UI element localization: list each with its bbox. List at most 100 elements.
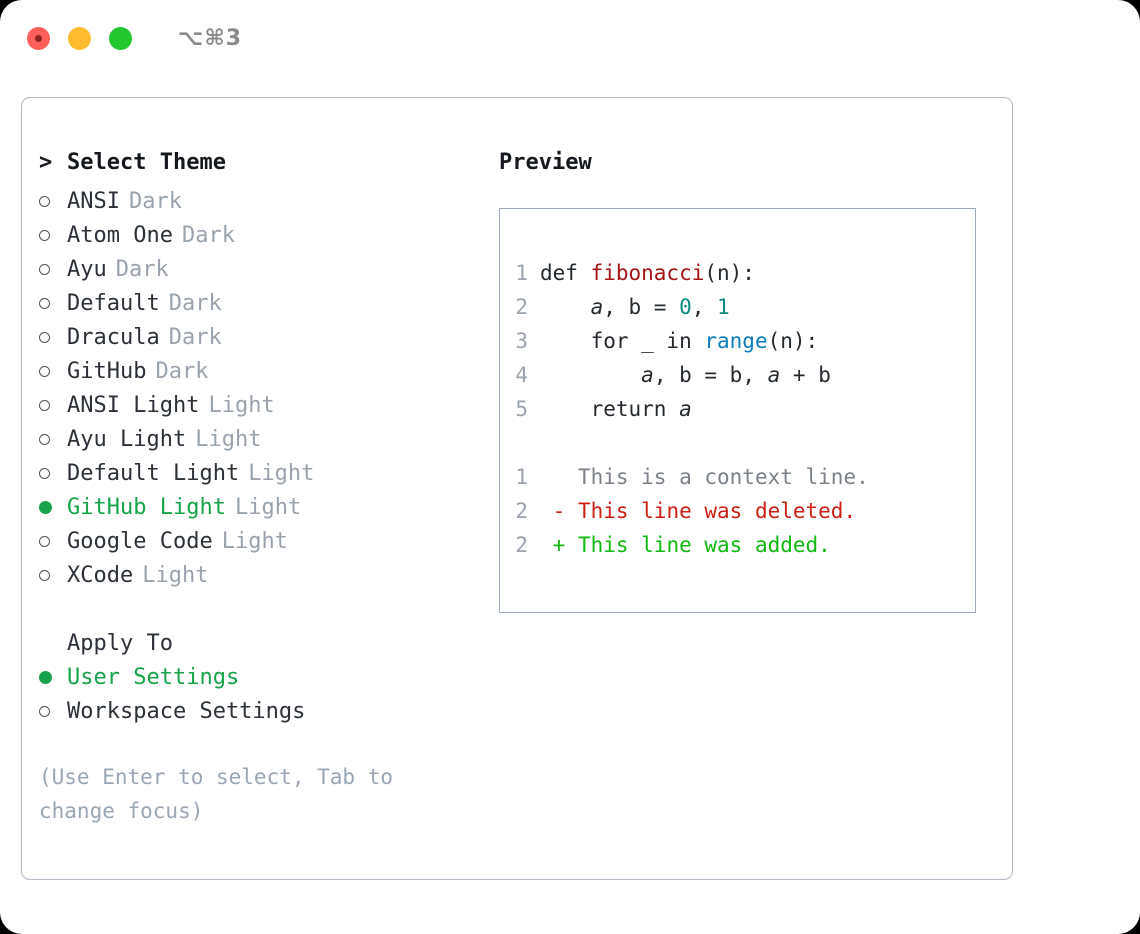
title-bar: ⌥⌘3 [0,0,1140,77]
apply-to-name: Workspace Settings [67,698,306,724]
apply-to-name: User Settings [67,664,240,690]
code-token: def [540,261,591,285]
diff-text: This is a context line. [577,465,869,489]
radio-unselected-icon[interactable] [39,365,67,377]
theme-name: Google Code [67,528,213,554]
line-number: 1 [515,465,528,489]
radio-selected-icon[interactable] [39,670,67,684]
code-token: for _ in [540,329,705,353]
blank-marker-icon: ○ [39,631,67,656]
theme-name: Default [67,290,160,316]
theme-name: Atom One [67,222,173,248]
theme-list-item[interactable]: Default Light Light [39,456,487,490]
code-token: , [691,295,718,319]
theme-variant: Light [248,460,315,486]
preview-title: Preview [499,150,592,175]
apply-to-item[interactable]: User Settings [39,660,487,694]
theme-variant: Light [208,392,275,418]
theme-name: ANSI Light [67,392,200,418]
code-line: 3 for _ in range(n): [500,324,975,358]
radio-unselected-icon[interactable] [39,705,67,717]
window-controls [27,27,132,50]
prompt-caret-icon: > [39,150,53,175]
theme-variant: Dark [115,256,169,282]
theme-name: XCode [67,562,134,588]
theme-list-item[interactable]: GitHub Light Light [39,490,487,524]
theme-variant: Light [221,528,288,554]
line-number: 2 [515,499,528,523]
apply-to-header: ○ Apply To [39,626,487,660]
code-token: a [767,363,781,387]
code-token: (n): [767,329,819,353]
theme-list-item[interactable]: Google Code Light [39,524,487,558]
code-text: def fibonacci(n): [540,256,755,290]
theme-name: Default Light [67,460,240,486]
radio-unselected-icon[interactable] [39,263,67,275]
theme-list-item[interactable]: ANSI Light Light [39,388,487,422]
code-text: for _ in range(n): [540,324,819,358]
line-number: 4 [515,363,528,387]
code-token: , b = [603,295,680,319]
theme-name: GitHub Light [67,494,226,520]
line-number: 3 [515,329,528,353]
zoom-button[interactable] [109,27,132,50]
code-token: 0 [679,295,692,319]
code-token: a [590,295,604,319]
diff-line: 2 - This line was deleted. [500,494,975,528]
theme-variant: Light [234,494,302,520]
close-button[interactable] [27,27,50,50]
code-token [540,295,591,319]
diff-sign [540,460,578,494]
code-token: a [641,363,654,387]
radio-unselected-icon[interactable] [39,399,67,411]
radio-unselected-icon[interactable] [39,569,67,581]
diff-text: This line was deleted. [577,499,857,523]
code-token: fibonacci [590,261,705,285]
diff-text: This line was added. [577,533,831,557]
code-token: return [540,397,680,421]
radio-unselected-icon[interactable] [39,331,67,343]
diff-line: 1 This is a context line. [500,460,975,494]
code-text: return a [540,392,692,426]
help-hint-text: (Use Enter to select, Tab to change focu… [39,765,394,823]
page-title: Select Theme [67,150,226,175]
line-number: 2 [515,533,528,557]
radio-unselected-icon[interactable] [39,195,67,207]
theme-name: ANSI [67,188,120,214]
code-token: (n): [704,261,755,285]
code-diff-separator [500,426,975,460]
radio-unselected-icon[interactable] [39,535,67,547]
theme-variant: Dark [155,358,209,384]
minimize-button[interactable] [68,27,91,50]
radio-unselected-icon[interactable] [39,433,67,445]
radio-unselected-icon[interactable] [39,229,67,241]
radio-unselected-icon[interactable] [39,467,67,479]
radio-unselected-icon[interactable] [39,297,67,309]
code-line: 2 a, b = 0, 1 [500,290,975,324]
code-token: range [704,329,768,353]
code-token: a [679,397,692,421]
code-text: a, b = 0, 1 [540,290,730,324]
apply-to-item[interactable]: Workspace Settings [39,694,487,728]
list-spacer [39,592,487,626]
radio-selected-icon[interactable] [39,500,67,514]
line-number: 2 [515,295,528,319]
theme-variant: Light [195,426,262,452]
apply-to-title: Apply To [67,630,173,656]
code-token: , b = b, [653,363,768,387]
code-line: 5 return a [500,392,975,426]
